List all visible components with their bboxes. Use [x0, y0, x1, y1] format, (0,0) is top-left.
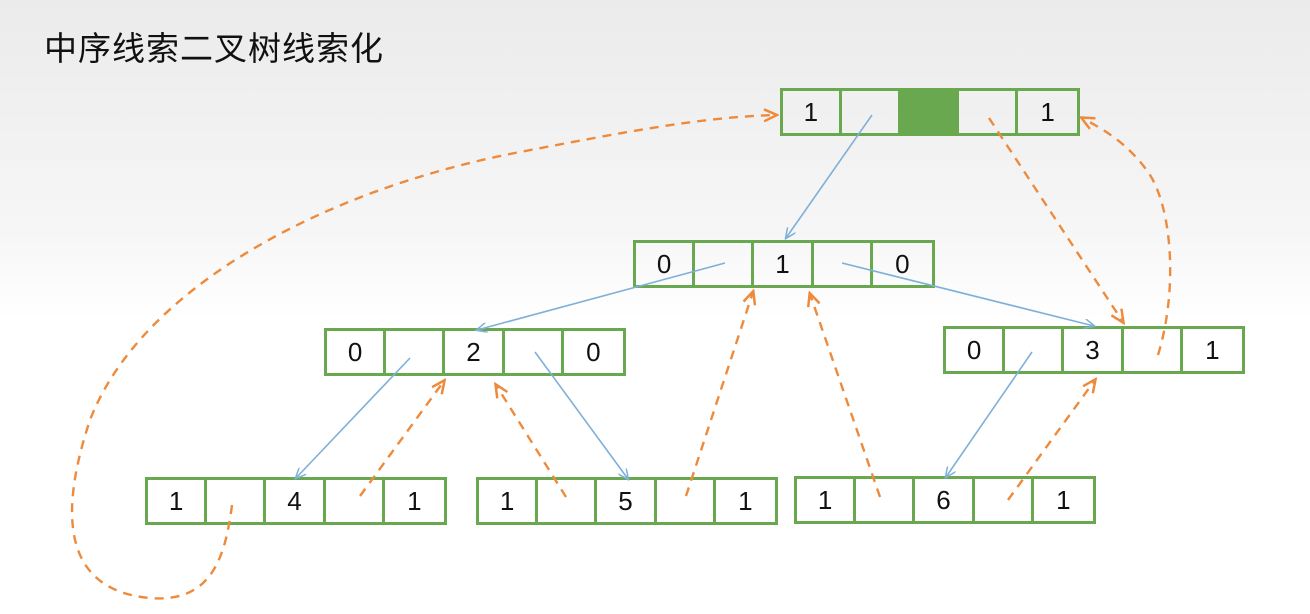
node-2-rchild — [505, 331, 564, 373]
node-4-data: 4 — [266, 480, 326, 522]
node-1-rchild — [814, 243, 873, 285]
node-6-ltag: 1 — [797, 479, 857, 521]
node-3-rchild — [1124, 329, 1183, 371]
node-3-data: 3 — [1064, 329, 1124, 371]
thread-4-succ-to-2 — [359, 381, 444, 497]
node-5-lchild — [538, 480, 598, 522]
node-2-ltag: 0 — [327, 331, 387, 373]
head-lchild — [842, 91, 901, 133]
child-link-2-to-4 — [296, 357, 411, 478]
thread-6-succ-to-3 — [1007, 380, 1095, 501]
node-5-ltag: 1 — [479, 480, 539, 522]
node-3-lchild — [1005, 329, 1065, 371]
node-5-rchild — [657, 480, 716, 522]
thread-5-pred-to-2 — [496, 385, 568, 498]
thread-5-succ-to-1 — [684, 292, 753, 497]
node-2-rtag: 0 — [586, 336, 601, 367]
head-rtag: 1 — [1040, 96, 1055, 127]
node-4-lchild — [207, 480, 267, 522]
tree-node-1: 0 1 0 — [633, 240, 935, 288]
child-link-1-to-2 — [477, 262, 726, 330]
thread-4-pred-to-head — [70, 115, 776, 600]
node-5-data: 5 — [597, 480, 657, 522]
node-1-ltag: 0 — [636, 243, 696, 285]
child-link-head-to-1 — [786, 114, 873, 238]
head-rchild — [959, 91, 1019, 133]
node-1-lchild — [695, 243, 755, 285]
node-6-data: 6 — [915, 479, 975, 521]
child-link-2-to-5 — [534, 351, 628, 479]
child-link-1-to-3 — [841, 262, 1094, 326]
head-ltag: 1 — [783, 91, 842, 133]
node-2-data: 2 — [445, 331, 505, 373]
node-5-rtag: 1 — [738, 485, 753, 516]
node-6-rchild — [975, 479, 1034, 521]
node-2-lchild — [386, 331, 446, 373]
node-4-ltag: 1 — [148, 480, 208, 522]
head-node: 1 1 — [780, 88, 1080, 136]
node-6-rtag: 1 — [1056, 484, 1071, 515]
page-title: 中序线索二叉树线索化 — [44, 29, 384, 68]
node-3-ltag: 0 — [946, 329, 1006, 371]
child-link-3-to-6 — [946, 351, 1033, 477]
node-1-rtag: 0 — [895, 248, 910, 279]
thread-3-succ-to-head — [1082, 118, 1172, 356]
head-data — [900, 91, 960, 133]
thread-head-right-to-3 — [987, 117, 1123, 322]
node-6-lchild — [856, 479, 916, 521]
node-4-rtag: 1 — [407, 485, 422, 516]
node-3-rtag: 1 — [1205, 334, 1220, 365]
node-1-data: 1 — [754, 243, 814, 285]
thread-6-pred-to-1 — [810, 294, 882, 498]
node-4-rchild — [326, 480, 385, 522]
